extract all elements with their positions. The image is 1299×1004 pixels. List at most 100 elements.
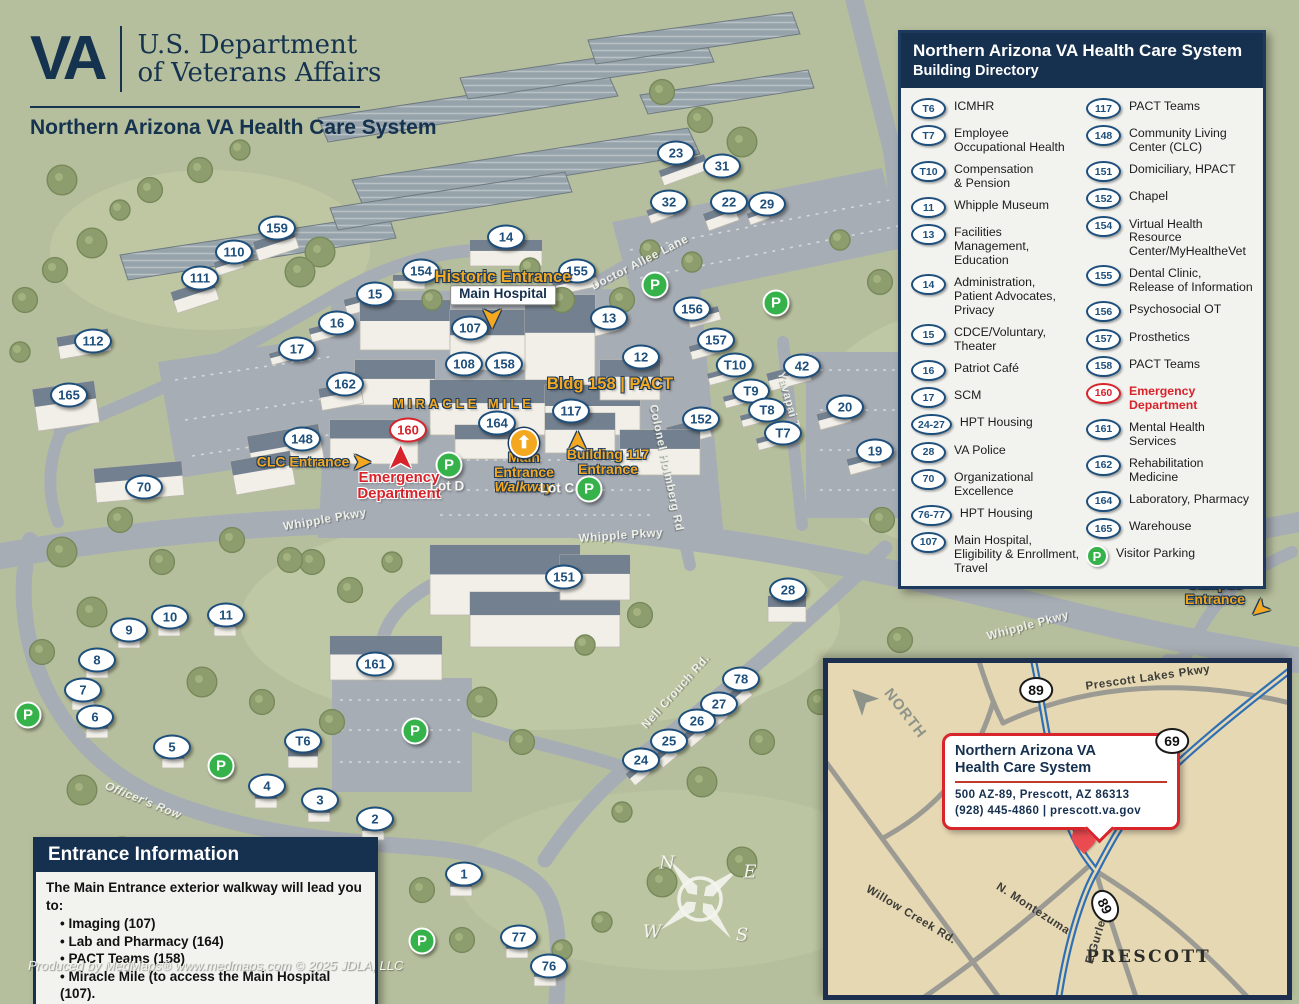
directory-entry-label: Virtual Health Resource Center/MyHealthe… <box>1129 216 1246 259</box>
directory-header: Northern Arizona VA Health Care System B… <box>901 33 1263 88</box>
entrance-info-bullet: Imaging (107) <box>60 915 365 933</box>
directory-entry-label: Facilities Management, Education <box>954 225 1030 268</box>
directory-badge-148: 148 <box>1086 125 1121 147</box>
main-hospital-label: Main Hospital <box>450 285 556 305</box>
building-marker-22: 22 <box>710 189 748 215</box>
directory-entry-label: Warehouse <box>1129 519 1192 534</box>
compass-rose <box>660 859 740 939</box>
visitor-parking-marker: P <box>435 451 463 479</box>
directory-entry-label: Rehabilitation Medicine <box>1129 455 1204 484</box>
directory-badge-156: 156 <box>1086 301 1121 323</box>
compass-letter-s: S <box>735 924 749 946</box>
entrance-info-title: Entrance Information <box>36 840 375 872</box>
entrance-info-list: Imaging (107)Lab and Pharmacy (164)PACT … <box>60 915 365 1003</box>
directory-entry-label: Emergency Department <box>1129 383 1198 412</box>
emergency-department-label: Emergency Department <box>357 468 441 502</box>
building-marker-156: 156 <box>673 296 711 322</box>
directory-badge-152: 152 <box>1086 188 1121 210</box>
building-marker-76: 76 <box>530 953 568 979</box>
directory-badge-15: 15 <box>911 324 946 346</box>
building-marker-112: 112 <box>74 328 112 354</box>
entrance-information-panel: Entrance Information The Main Entrance e… <box>33 837 378 1004</box>
directory-entry-label: Visitor Parking <box>1116 546 1196 561</box>
bldg-158-pact-label: Bldg 158 | PACT <box>546 375 674 394</box>
building-marker-148: 148 <box>283 426 321 452</box>
main-entrance-arrow-icon: ⬆ <box>509 428 539 458</box>
directory-badge-28: 28 <box>911 441 946 463</box>
inset-roads-art <box>828 663 1287 995</box>
directory-badge-161: 161 <box>1086 418 1121 440</box>
building-marker-160: 160 <box>389 417 427 443</box>
visitor-parking-marker: P <box>408 927 436 955</box>
building-marker-151: 151 <box>545 564 583 590</box>
building-marker-108: 108 <box>445 351 483 377</box>
building-marker-161: 161 <box>356 651 394 677</box>
compass-letter-w: W <box>642 921 662 943</box>
building-marker-107: 107 <box>451 315 489 341</box>
directory-entry-label: Compensation & Pension <box>954 162 1034 191</box>
visitor-parking-marker: P <box>575 475 603 503</box>
building-marker-T7: T7 <box>764 420 802 446</box>
header: VA U.S. Department of Veterans Affairs N… <box>30 26 437 140</box>
directory-entry-label: Mental Health Services <box>1129 419 1205 448</box>
building-marker-159: 159 <box>258 215 296 241</box>
building-marker-11: 11 <box>207 602 245 628</box>
lot-c-label: Lot C <box>539 480 575 496</box>
inset-route-shield-89: 89 <box>1019 677 1053 703</box>
building-marker-24: 24 <box>622 747 660 773</box>
building-marker-16: 16 <box>318 310 356 336</box>
directory-badge-154: 154 <box>1086 215 1121 237</box>
building-marker-164: 164 <box>478 410 516 436</box>
building-marker-25: 25 <box>650 728 688 754</box>
building-marker-19: 19 <box>856 438 894 464</box>
clc-entrance-arrow-icon: ➤ <box>352 449 372 474</box>
credit-line: Produced by MedMaps® www.medmaps.com © 2… <box>28 958 404 973</box>
directory-entry-label: Organizational Excellence <box>954 469 1034 498</box>
directory-title: Northern Arizona VA Health Care System <box>913 41 1243 60</box>
directory-entry-label: VA Police <box>954 442 1006 457</box>
directory-entry-label: HPT Housing <box>959 415 1033 430</box>
directory-badge-T10: T10 <box>911 161 946 183</box>
miracle-mile-label: MIRACLE MILE <box>393 395 535 411</box>
entrance-info-bullet: PACT Teams (158) <box>60 950 365 968</box>
directory-badge-107: 107 <box>911 531 946 553</box>
building-marker-77: 77 <box>500 924 538 950</box>
building-marker-158: 158 <box>485 351 523 377</box>
building-marker-42: 42 <box>783 353 821 379</box>
directory-entry-label: Prosthetics <box>1129 329 1190 344</box>
entrance-info-intro: The Main Entrance exterior walkway will … <box>46 880 362 913</box>
department-title: U.S. Department of Veterans Affairs <box>137 29 382 88</box>
building-117-entrance-arrow-icon: ➤ <box>564 430 591 452</box>
building-marker-157: 157 <box>697 327 735 353</box>
inset-route-shield-69: 69 <box>1155 728 1189 754</box>
directory-badge-16: 16 <box>911 360 946 381</box>
directory-entry-label: PACT Teams <box>1129 99 1201 113</box>
directory-badge-164: 164 <box>1086 490 1121 512</box>
building-marker-20: 20 <box>826 394 864 420</box>
building-marker-155: 155 <box>558 258 596 284</box>
directory-badge-155: 155 <box>1086 265 1121 287</box>
building-marker-14: 14 <box>487 224 525 250</box>
